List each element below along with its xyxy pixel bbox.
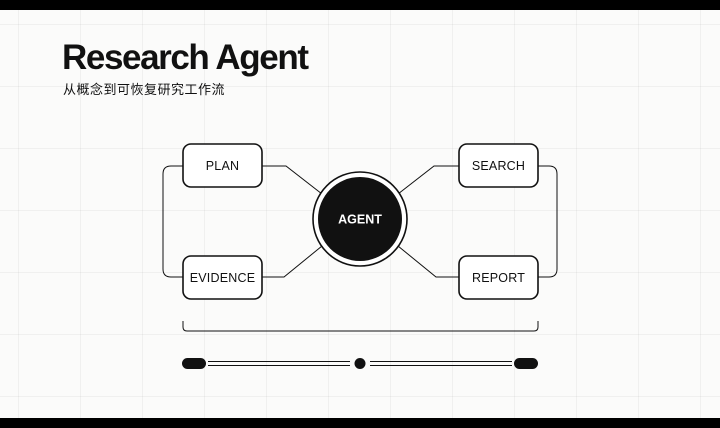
timeline-left-cap [182,358,206,369]
plan-agent-connector [262,165,323,195]
search-agent-connector [397,165,459,195]
evidence-agent-connector [262,245,323,278]
timeline-rule [182,358,538,369]
left-loop-connector [162,165,183,278]
bottom-bracket [182,321,539,332]
node-report: REPORT [458,255,539,300]
slide-subtitle: 从概念到可恢复研究工作流 [63,83,226,98]
agent-hub-label: AGENT [338,213,382,227]
letterbox-bottom-bar [0,418,720,428]
right-loop-connector [537,165,558,278]
report-agent-connector [397,245,459,278]
node-plan-label: PLAN [206,159,239,173]
letterbox-top-bar [0,0,720,10]
slide-title: Research Agent [62,38,309,77]
node-plan: PLAN [182,143,263,188]
timeline-center-dot [354,358,366,369]
node-report-label: REPORT [472,271,525,285]
timeline-right-cap [514,358,538,369]
node-evidence: EVIDENCE [182,255,263,300]
node-evidence-label: EVIDENCE [190,271,256,285]
node-search: SEARCH [458,143,539,188]
agent-hub: AGENT [312,171,408,267]
slide [0,10,720,418]
node-search-label: SEARCH [472,159,525,173]
